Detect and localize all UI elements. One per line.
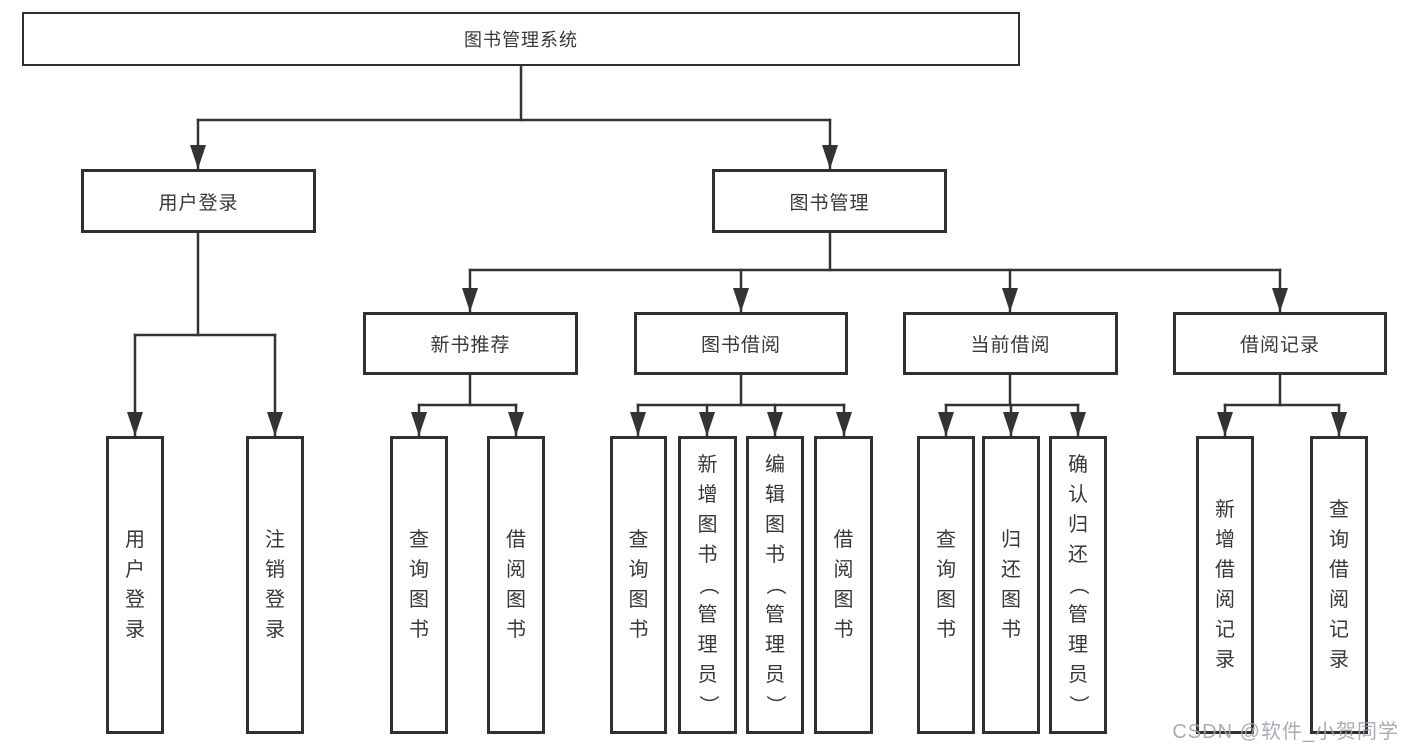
leaf-confirm-return-admin: 确认归还（管理员） <box>1049 436 1107 734</box>
leaf-query-book-recommend: 查询图书 <box>390 436 448 734</box>
node-label: 图书借阅 <box>700 335 781 356</box>
node-label: 查询图书 <box>409 529 429 641</box>
leaf-add-borrow-record: 新增借阅记录 <box>1196 436 1254 734</box>
leaf-query-book-current: 查询图书 <box>917 436 975 734</box>
node-library-system: 图书管理系统 <box>22 12 1020 66</box>
leaf-user-login: 用户登录 <box>106 436 164 734</box>
leaf-return-book: 归还图书 <box>982 436 1040 734</box>
node-label: 查询图书 <box>628 529 649 641</box>
node-label: 查询图书 <box>936 529 956 641</box>
leaf-logout: 注销登录 <box>246 436 304 734</box>
watermark: CSDN @软件_小贺同学 <box>1172 721 1399 743</box>
node-label: 新增图书（管理员） <box>696 454 719 715</box>
node-label: 注销登录 <box>265 529 285 641</box>
leaf-query-book-borrow: 查询图书 <box>610 436 667 734</box>
node-label: 图书管理系统 <box>464 30 578 50</box>
node-book-borrow: 图书借阅 <box>634 312 848 375</box>
node-user-login: 用户登录 <box>81 169 316 233</box>
node-new-book-recommend: 新书推荐 <box>363 312 578 375</box>
leaf-borrow-book-recommend: 借阅图书 <box>487 436 545 734</box>
node-label: 借阅图书 <box>833 529 854 641</box>
node-book-management: 图书管理 <box>712 169 947 233</box>
node-label: 借阅记录 <box>1239 335 1320 356</box>
node-current-borrow: 当前借阅 <box>903 312 1118 375</box>
node-label: 归还图书 <box>1001 529 1021 641</box>
node-label: 查询借阅记录 <box>1329 499 1349 671</box>
node-label: 编辑图书（管理员） <box>764 454 786 715</box>
node-label: 新书推荐 <box>430 335 511 356</box>
node-label: 新增借阅记录 <box>1215 499 1235 671</box>
leaf-query-borrow-record: 查询借阅记录 <box>1310 436 1368 734</box>
node-label: 借阅图书 <box>506 529 526 641</box>
leaf-edit-book-admin: 编辑图书（管理员） <box>746 436 804 734</box>
node-label: 图书管理 <box>789 192 870 214</box>
node-label: 用户登录 <box>125 529 145 641</box>
leaf-add-book-admin: 新增图书（管理员） <box>678 436 737 734</box>
node-borrow-records: 借阅记录 <box>1173 312 1387 375</box>
leaf-borrow-book: 借阅图书 <box>814 436 873 734</box>
node-label: 当前借阅 <box>970 335 1051 356</box>
node-label: 用户登录 <box>158 192 239 214</box>
node-label: 确认归还（管理员） <box>1067 454 1089 715</box>
